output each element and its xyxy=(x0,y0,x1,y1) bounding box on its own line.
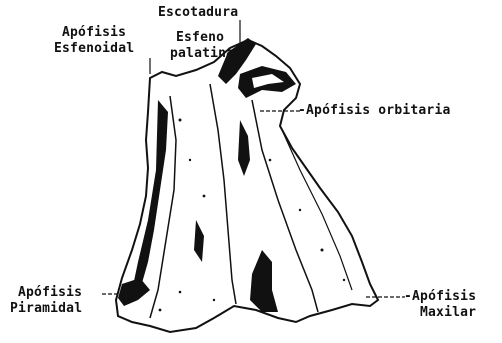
label-apofisis-esfenoidal-line1: Apófisis xyxy=(62,26,126,40)
label-apofisis-maxilar-line1: -Apófisis xyxy=(404,290,476,304)
label-apofisis-maxilar-line2: Maxilar xyxy=(420,306,476,320)
label-apofisis-piramidal-line2: Piramidal xyxy=(10,302,82,316)
label-escotadura: Escotadura xyxy=(158,6,238,20)
label-esfeno-line1: Esfeno xyxy=(176,31,224,45)
label-apofisis-orbitaria: -Apófisis orbitaria xyxy=(298,104,451,118)
label-apofisis-esfenoidal-line2: Esfenoidal xyxy=(54,42,134,56)
label-esfeno-line2: palatina xyxy=(170,47,234,61)
label-apofisis-piramidal-line1: Apófisis xyxy=(18,286,82,300)
